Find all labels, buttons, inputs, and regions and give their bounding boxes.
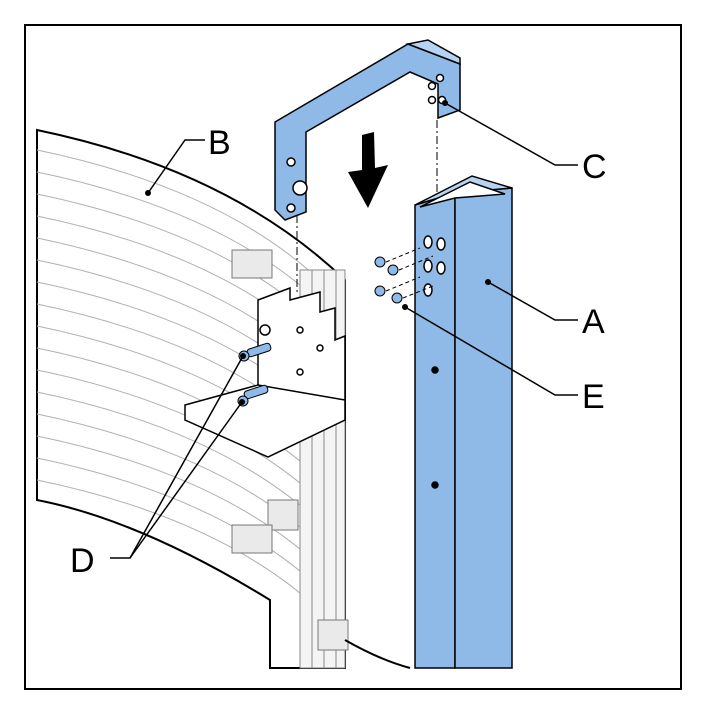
leader-lines bbox=[110, 102, 578, 559]
down-arrow-icon bbox=[348, 132, 388, 208]
callout-c: C bbox=[582, 148, 607, 186]
callout-a: A bbox=[582, 303, 605, 341]
vertical-post bbox=[414, 175, 513, 669]
screws-e bbox=[374, 247, 434, 304]
callout-b: B bbox=[208, 124, 231, 162]
callout-d: D bbox=[70, 542, 95, 580]
callout-e: E bbox=[582, 378, 605, 416]
angle-bracket bbox=[184, 286, 346, 458]
leader-dots bbox=[145, 100, 491, 405]
u-bracket bbox=[274, 39, 461, 221]
